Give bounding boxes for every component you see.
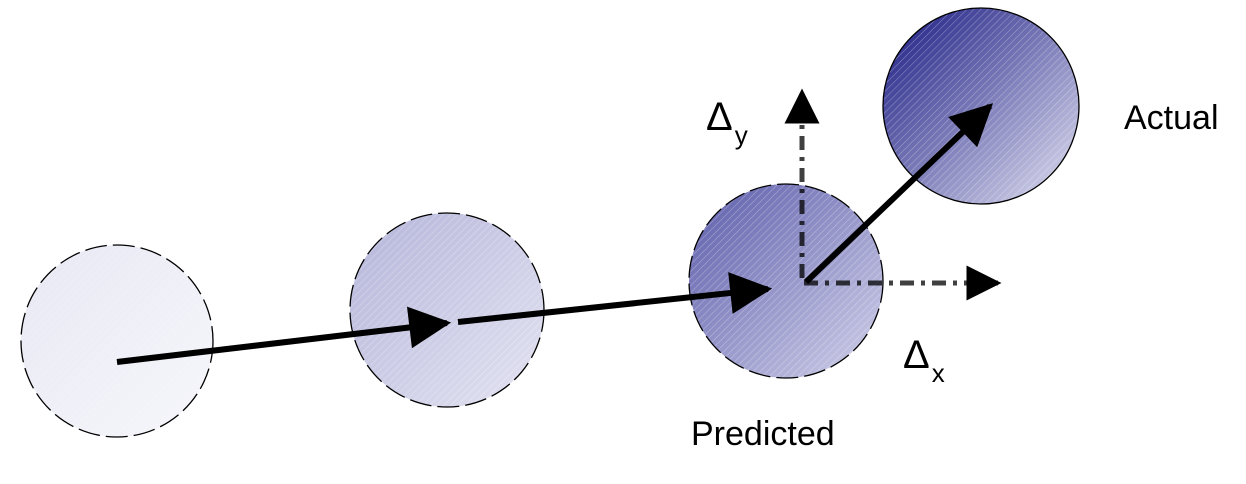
actual-label: Actual [1124, 99, 1219, 137]
delta-y-symbol: Δ [706, 95, 733, 139]
delta-y-subscript: y [734, 120, 748, 150]
delta-x-label: Δx [903, 333, 945, 386]
motion-arrow-1 [116, 306, 452, 365]
ball-actual [882, 7, 1080, 205]
ball-position-2 [349, 212, 545, 408]
delta-x-symbol: Δ [903, 333, 930, 377]
motion-arrow-2 [457, 272, 773, 325]
delta-y-label: Δy [706, 95, 748, 148]
ball-position-1 [20, 244, 214, 438]
correction-arrow [803, 103, 994, 285]
ball-predicted [688, 183, 884, 379]
delta-x-subscript: x [931, 358, 945, 388]
predicted-label: Predicted [691, 415, 835, 453]
